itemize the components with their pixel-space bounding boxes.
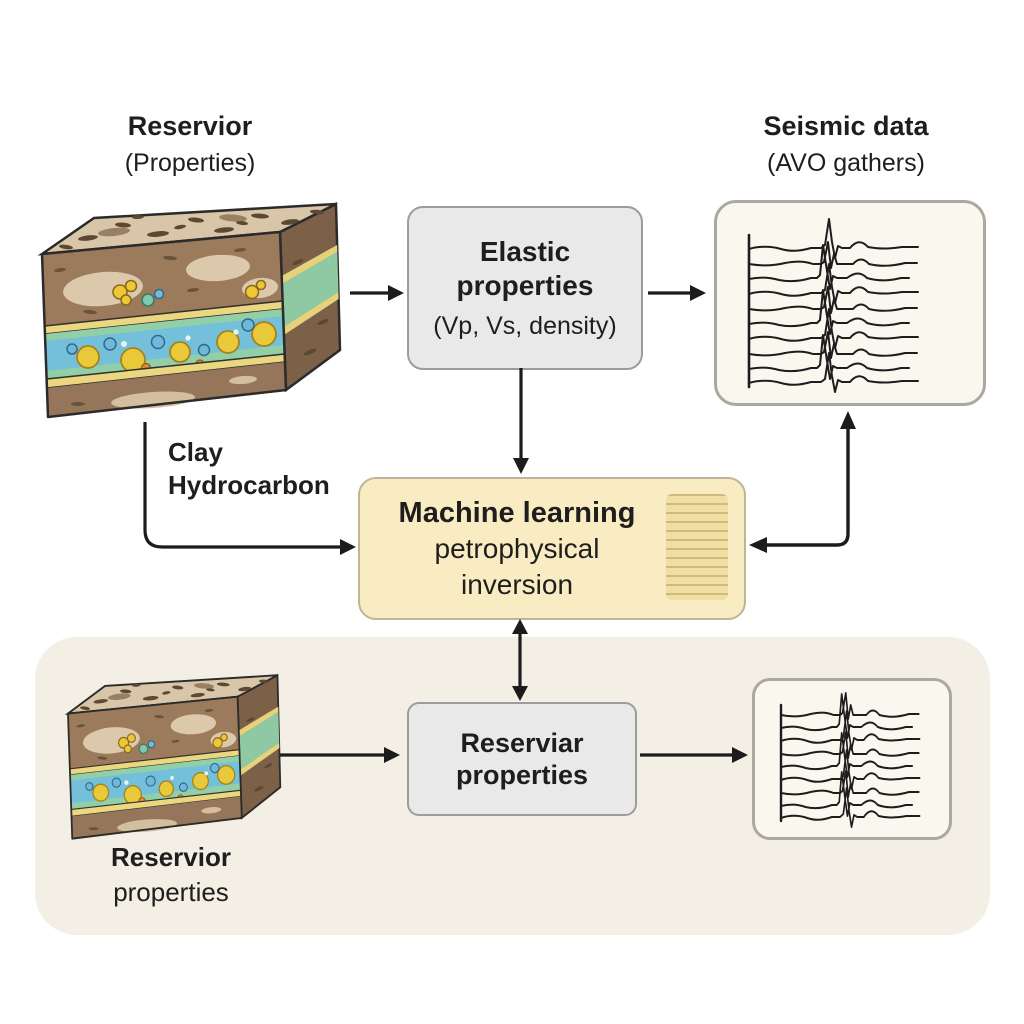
arrow-reservoir-box-to-seismic <box>640 747 748 763</box>
box-line1: Elastic <box>479 235 571 267</box>
box-line2: petrophysical <box>434 533 600 565</box>
machine-learning-inversion-box: Machine learning petrophysical inversion <box>358 477 746 620</box>
box-line3: inversion <box>460 568 574 600</box>
seismic-traces-illustration <box>747 218 919 393</box>
label-line1: Clay <box>168 437 223 467</box>
label-line2: Hydrocarbon <box>168 469 330 500</box>
label-clay-hydrocarbon: Clay Hydrocarbon <box>168 436 388 501</box>
label-title: Reservior <box>111 842 231 872</box>
geological-block-small-illustration <box>67 674 282 840</box>
reservoir-properties-output-box: Reserviar properties <box>407 702 637 816</box>
arrow-ml-reservoir-bidirectional <box>512 619 528 701</box>
arrow-block-to-reservoir-box <box>280 747 400 763</box>
arrow-elastic-to-ml <box>513 368 529 474</box>
label-reservoir-properties-output: Reservior properties <box>56 841 286 908</box>
label-title: Seismic data <box>763 111 929 141</box>
elastic-properties-box: Elastic properties (Vp, Vs, density) <box>407 206 643 370</box>
geological-block-illustration <box>40 202 342 419</box>
box-line2: properties <box>455 760 589 790</box>
label-seismic-data: Seismic data (AVO gathers) <box>700 110 992 179</box>
arrow-elastic-to-seismic <box>648 285 706 301</box>
arrow-ml-seismic-bidirectional <box>749 411 856 553</box>
box-line3: (Vp, Vs, density) <box>433 312 617 341</box>
seismic-panel-top <box>714 200 986 406</box>
label-title: Reservior <box>127 111 253 141</box>
box-line1: Reserviar <box>460 727 584 758</box>
label-subtitle: (Properties) <box>124 148 256 177</box>
arrow-reservoir-to-elastic <box>350 285 404 301</box>
seismic-panel-bottom <box>752 678 952 840</box>
label-reservoir-properties-input: Reservior (Properties) <box>40 110 340 179</box>
box-line2: properties <box>456 269 594 301</box>
label-subtitle: properties <box>113 876 229 907</box>
well-log-pattern-icon <box>666 494 728 600</box>
label-subtitle: (AVO gathers) <box>767 148 925 177</box>
seismic-traces-small-illustration <box>779 692 921 828</box>
box-line1: Machine learning <box>398 496 636 529</box>
arrow-clay-hydrocarbon-to-ml <box>143 422 356 555</box>
